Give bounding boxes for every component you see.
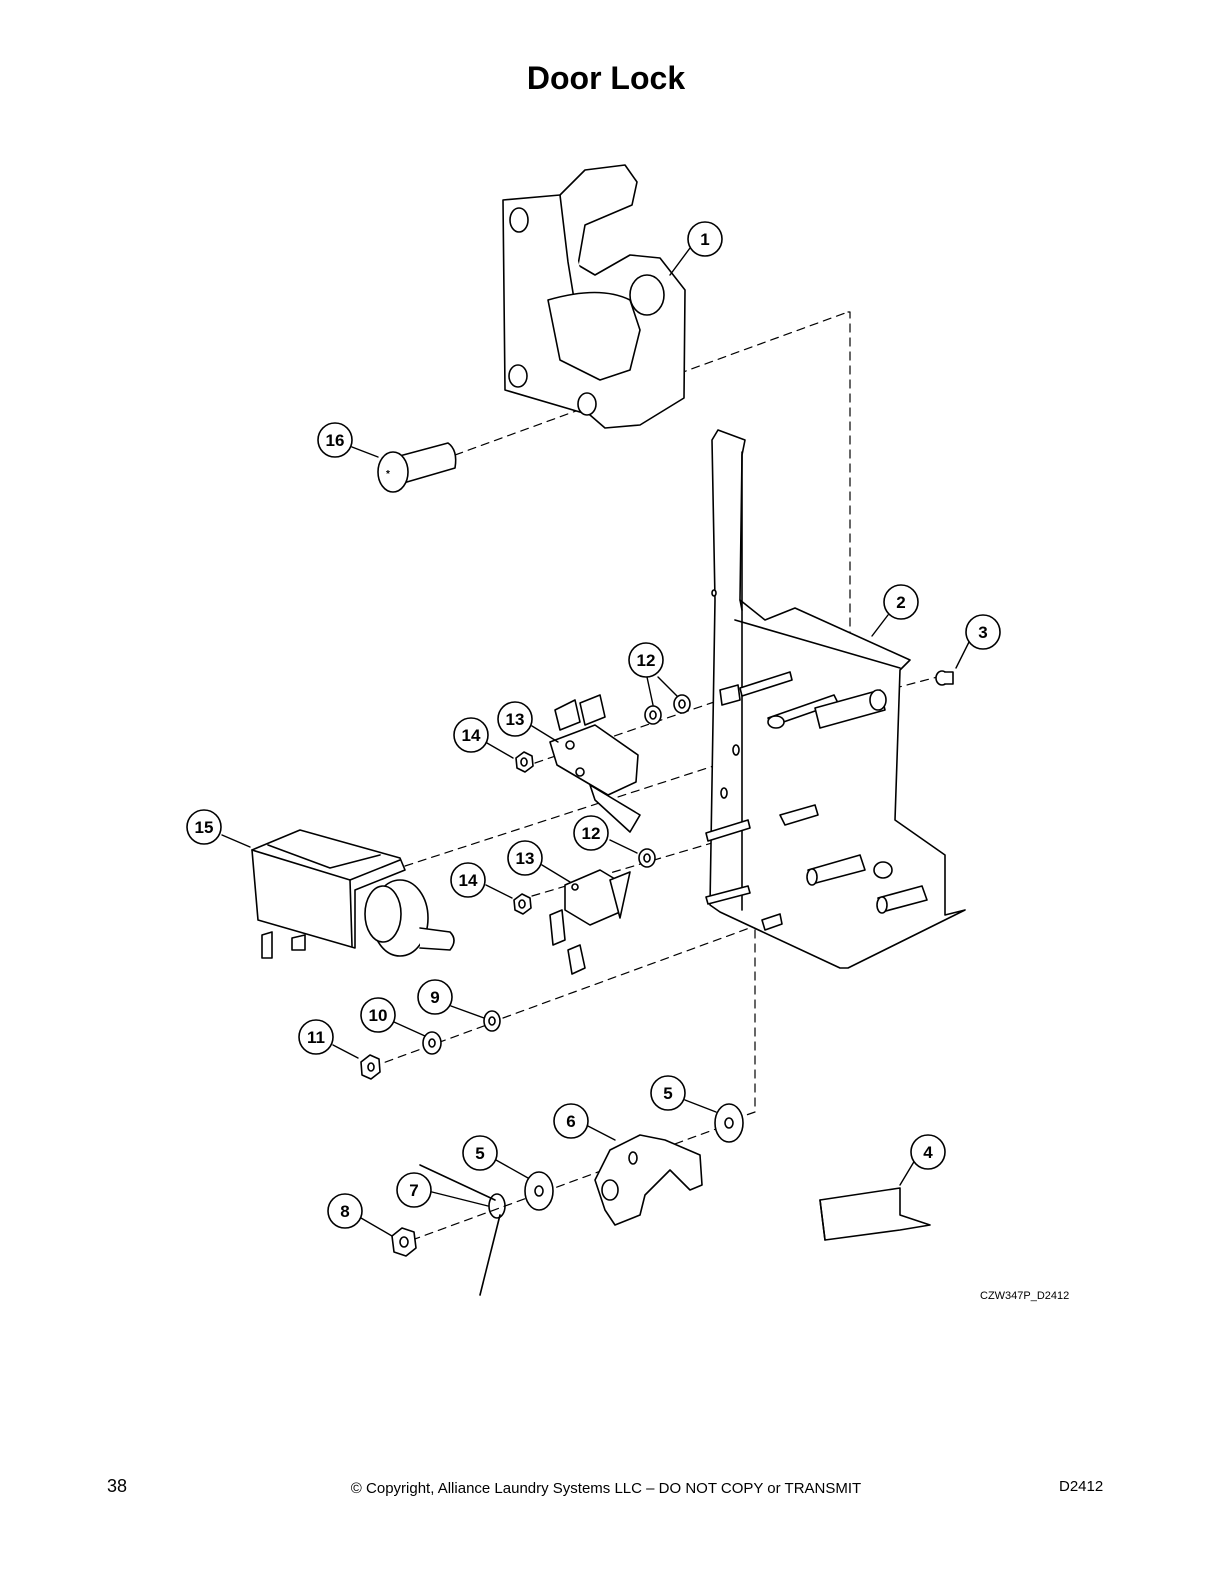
washer-9: [483, 1010, 501, 1032]
callout-label: 14: [459, 871, 478, 890]
document-id: D2412: [1059, 1478, 1104, 1495]
callout-label: 1: [700, 230, 709, 249]
page-title: Door Lock: [526, 60, 686, 96]
copyright-notice: © Copyright, Alliance Laundry Systems LL…: [350, 1480, 862, 1497]
door-lock-housing: [502, 164, 686, 429]
nut-11: [360, 1054, 381, 1080]
lever: [594, 1134, 703, 1226]
micro-switch-upper: [549, 694, 641, 833]
spring: [419, 1164, 506, 1296]
callout-label: 5: [663, 1084, 672, 1103]
callout-label: 14: [462, 726, 481, 745]
callout-14b: 14: [450, 862, 486, 898]
callout-7: 7: [396, 1172, 432, 1208]
callout-label: 12: [637, 651, 656, 670]
page-number: 38: [107, 1476, 128, 1496]
callout-3: 3: [965, 614, 1001, 650]
micro-switch-lower: [549, 869, 631, 975]
callout-4: 4: [910, 1134, 946, 1170]
nuts: [513, 751, 534, 915]
callout-label: 13: [506, 710, 525, 729]
callout-5a: 5: [650, 1075, 686, 1111]
callout-15: 15: [186, 809, 222, 845]
callout-1: 1: [687, 221, 723, 257]
drawing-code: CZW347P_D2412: [980, 1290, 1070, 1302]
callout-label: 7: [409, 1181, 418, 1200]
callout-leaders: [221, 247, 971, 1237]
callout-label: 3: [978, 623, 987, 642]
lock-washer-10: [422, 1031, 442, 1055]
callout-label: 12: [582, 824, 601, 843]
callout-label: 9: [430, 988, 439, 1007]
callout-13a: 13: [497, 701, 533, 737]
callout-label: 11: [307, 1028, 325, 1047]
callout-label: 4: [923, 1143, 933, 1162]
callout-11: 11: [298, 1019, 334, 1055]
callout-label: 2: [896, 593, 905, 612]
solenoid: [251, 829, 455, 959]
callout-label: 15: [195, 818, 214, 837]
callout-16: 16: [317, 422, 353, 458]
callout-label: 10: [369, 1006, 388, 1025]
callout-8: 8: [327, 1193, 363, 1229]
callout-6: 6: [553, 1103, 589, 1139]
callout-label: 5: [475, 1144, 484, 1163]
callout-2: 2: [883, 584, 919, 620]
callout-12a: 12: [628, 642, 664, 678]
callout-9: 9: [417, 979, 453, 1015]
callout-label: 16: [326, 431, 345, 450]
svg-text:*: *: [386, 469, 390, 480]
spacers: [638, 694, 691, 868]
callout-label: 6: [566, 1112, 575, 1131]
callout-label: 8: [340, 1202, 349, 1221]
clip: [819, 1187, 931, 1241]
washers-5: [524, 1103, 744, 1211]
callout-label: 13: [516, 849, 535, 868]
callout-13b: 13: [507, 840, 543, 876]
callout-12b: 12: [573, 815, 609, 851]
screw: *: [377, 442, 457, 493]
rivet: [935, 670, 954, 686]
nut-8: [391, 1227, 417, 1257]
callout-5b: 5: [462, 1135, 498, 1171]
callouts: 1 2 3 4 5 5 6 7 8 9 10 11 12 12 13 13 14…: [186, 221, 1001, 1229]
callout-10: 10: [360, 997, 396, 1033]
mounting-bracket: [705, 429, 966, 969]
callout-14a: 14: [453, 717, 489, 753]
